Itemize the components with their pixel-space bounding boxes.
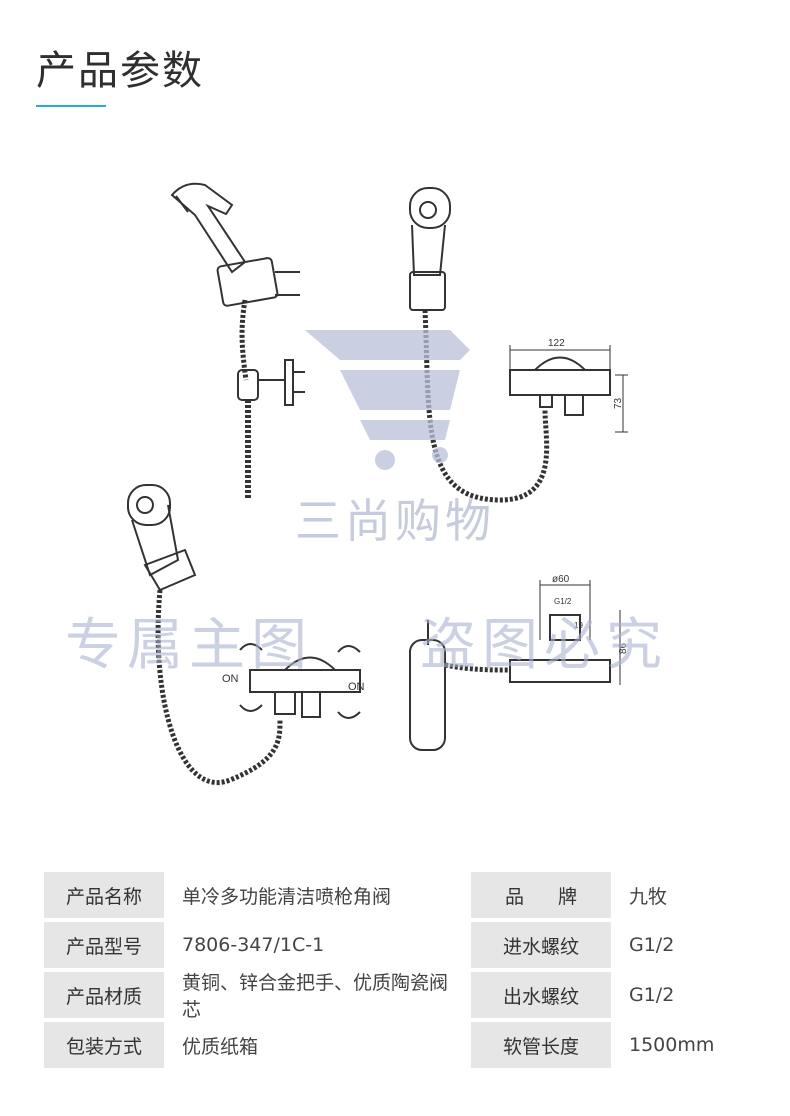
spec-row: 产品材质 黄铜、锌合金把手、优质陶瓷阀芯 出水螺纹 G1/2 [44,972,746,1021]
spec-value: G1/2 [629,984,675,1006]
spec-value: 1500mm [629,1034,715,1056]
spec-label: 产品名称 [44,872,164,918]
spec-row: 产品型号 7806-347/1C-1 进水螺纹 G1/2 [44,922,746,968]
dim-small: 19 [574,621,583,630]
dim-thread: G1/2 [554,597,572,606]
spec-value: 九牧 [629,885,668,908]
sprayer-angle-valve-illustration [127,484,361,785]
spec-label: 软管长度 [471,1022,611,1068]
page-title: 产品参数 [36,48,204,94]
spec-label: 出水螺纹 [471,972,611,1018]
watermark-text-left: 专属主图 [65,613,313,678]
spec-label: 包装方式 [44,1022,164,1068]
watermark-brand: 三尚购物 [295,494,495,548]
spec-label: 产品材质 [44,972,164,1018]
spec-row: 包装方式 优质纸箱 软管长度 1500mm [44,1022,746,1068]
side-view-dimension-illustration [409,580,621,751]
spec-label: 产品型号 [44,922,164,968]
spec-table: 产品名称 单冷多功能清洁喷枪角阀 品牌 九牧 产品型号 7806-347/1C-… [44,872,746,1072]
spec-label: 进水螺纹 [471,922,611,968]
spec-value: 黄铜、锌合金把手、优质陶瓷阀芯 [182,972,449,1021]
dim-height-bottom: 86 [618,642,629,654]
spec-value: G1/2 [629,934,675,956]
spec-value: 优质纸箱 [182,1035,259,1058]
spec-value: 单冷多功能清洁喷枪角阀 [182,885,392,908]
label-on-right: ON [348,681,365,693]
watermark-text-right: 盗图必究 [420,613,668,678]
title-underline [36,105,106,107]
cart-watermark-icon [305,330,470,470]
sprayer-wall-bracket-illustration [170,182,305,500]
dim-width-top: 122 [548,338,565,349]
spec-label: 品牌 [471,872,611,918]
label-on-left: ON [222,673,239,685]
dim-height-top: 73 [613,397,624,409]
spec-value: 7806-347/1C-1 [182,934,325,956]
spec-row: 产品名称 单冷多功能清洁喷枪角阀 品牌 九牧 [44,872,746,918]
dim-diameter: ø60 [552,574,570,585]
